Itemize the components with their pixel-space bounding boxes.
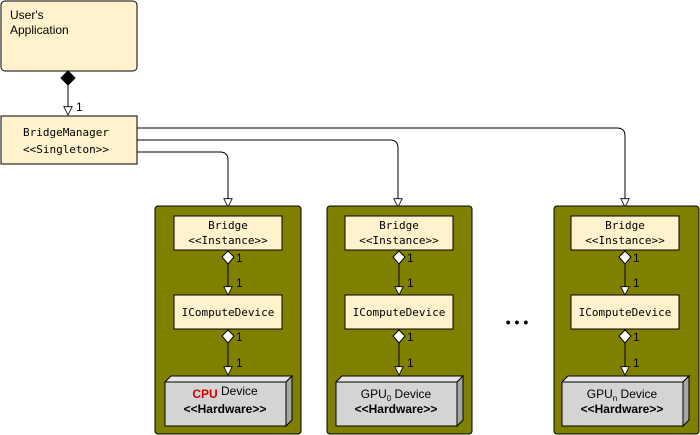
multiplicity-label: 1 <box>633 251 640 265</box>
composition-diamond-icon <box>60 70 76 86</box>
multiplicity-label: 1 <box>633 330 640 344</box>
device-name: CPU Device <box>192 384 258 401</box>
app-to-manager-connector: 1 <box>60 70 83 115</box>
bridge-manager-box: BridgeManager <<Singleton>> <box>0 115 138 165</box>
bridge-stereotype: <<Instance>> <box>359 234 439 247</box>
aggregation-diamond-icon <box>221 329 235 344</box>
cpu-column-container: Bridge <<Instance>> 1 1 IComputeDevice 1… <box>154 205 302 435</box>
aggregation-diamond-icon <box>392 329 406 344</box>
gpu0-column-container: Bridge <<Instance>> 1 1 IComputeDevice 1… <box>326 205 473 435</box>
more-devices-ellipsis: • • • <box>506 314 529 330</box>
multiplicity-label: 1 <box>407 330 414 344</box>
hardware-device-box <box>163 374 294 428</box>
bridge-stereotype: <<Instance>> <box>585 234 665 247</box>
icomputedevice-label: IComputeDevice <box>353 306 446 319</box>
bridge-instance-box <box>173 215 283 251</box>
bridge-label: Bridge <box>379 219 419 232</box>
device-name: GPUn Device <box>587 387 658 403</box>
multiplicity-label: 1 <box>633 356 640 370</box>
aggregation-diamond-icon <box>221 250 235 265</box>
bridge-label: Bridge <box>605 219 645 232</box>
bridge-instance-box <box>570 215 680 251</box>
icomputedevice-label: IComputeDevice <box>579 306 672 319</box>
hardware-device-box <box>560 374 691 428</box>
multiplicity-label: 1 <box>236 276 243 290</box>
device-stereotype: <<Hardware>> <box>184 402 267 416</box>
multiplicity-label: 1 <box>407 356 414 370</box>
connector-to-bridge-gpu0 <box>137 139 398 207</box>
device-stereotype: <<Hardware>> <box>581 402 664 416</box>
bridge-stereotype: <<Instance>> <box>188 234 268 247</box>
multiplicity-label: 1 <box>407 276 414 290</box>
bridge-label: Bridge <box>208 219 248 232</box>
device-stereotype: <<Hardware>> <box>355 402 438 416</box>
icomputedevice-box <box>344 294 454 330</box>
aggregation-diamond-icon <box>618 329 632 344</box>
multiplicity-label: 1 <box>236 356 243 370</box>
connector-to-bridge-cpu <box>137 151 228 207</box>
multiplicity-label: 1 <box>407 251 414 265</box>
users-application-label-line2: Application <box>10 23 69 37</box>
users-application-label-line1: User's <box>10 8 44 22</box>
bridge-instance-box <box>344 215 454 251</box>
bridge-manager-name: BridgeManager <box>23 126 109 139</box>
multiplicity-label: 1 <box>633 276 640 290</box>
bridge-manager-stereotype: <<Singleton>> <box>23 143 109 156</box>
manager-multiplicity: 1 <box>76 100 83 114</box>
icomputedevice-box <box>570 294 680 330</box>
hardware-device-box <box>334 374 465 428</box>
icomputedevice-label: IComputeDevice <box>182 306 275 319</box>
gpun-column-container: Bridge <<Instance>> 1 1 IComputeDevice 1… <box>553 205 700 435</box>
manager-to-bridges-connectors <box>137 127 625 207</box>
multiplicity-label: 1 <box>236 330 243 344</box>
users-application-box: User's Application <box>0 0 138 72</box>
icomputedevice-box <box>173 294 283 330</box>
multiplicity-label: 1 <box>236 251 243 265</box>
device-name: GPU0 Device <box>361 387 432 403</box>
aggregation-diamond-icon <box>618 250 632 265</box>
aggregation-diamond-icon <box>392 250 406 265</box>
connector-to-bridge-gpun <box>137 127 625 207</box>
